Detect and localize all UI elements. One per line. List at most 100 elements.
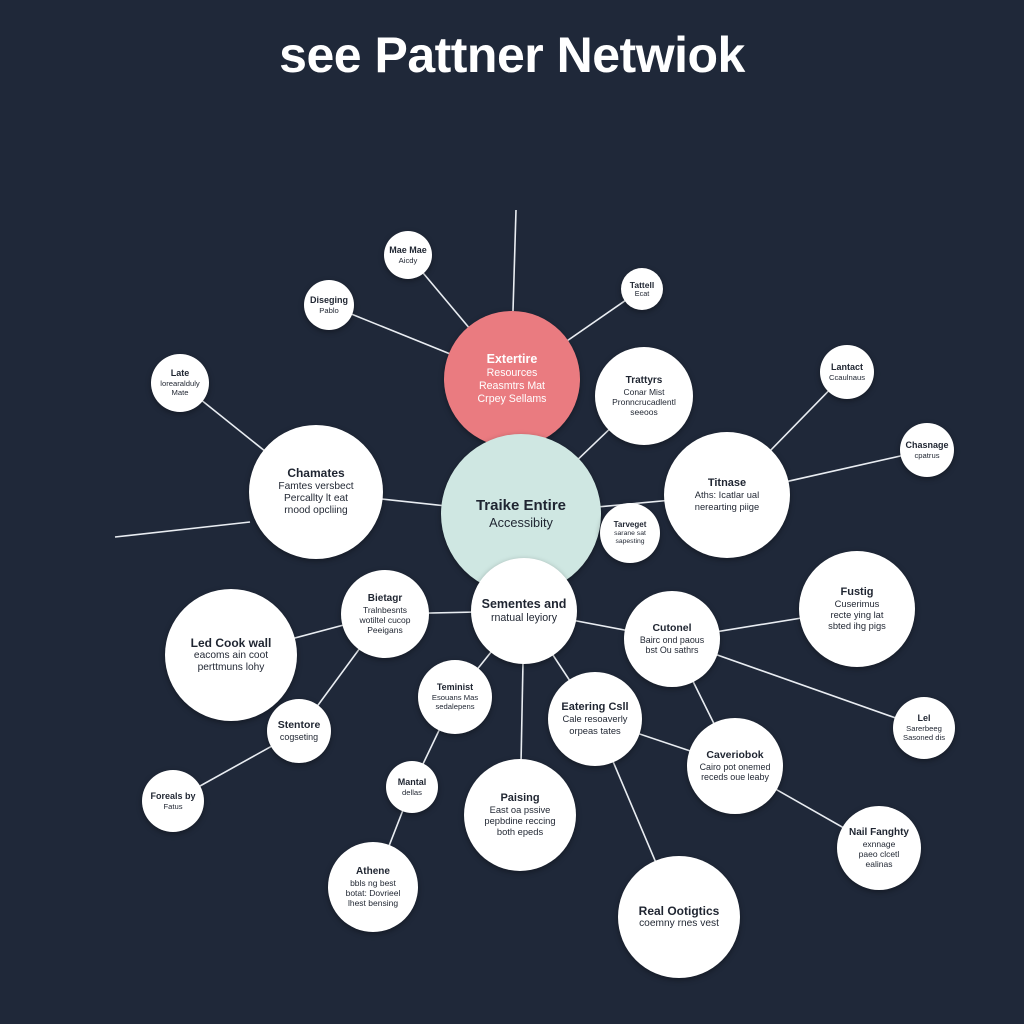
node-text-line: bst Ou sathrs [645,645,699,656]
node-heading: Teminist [436,682,474,693]
node-heading: Diseging [309,295,348,305]
node-text-line: Esouans Mas [431,693,479,703]
node-heading: Fustig [840,585,874,598]
node-text-line: pepbdine reccing [484,815,556,826]
diagram-title: see Pattner Netwiok [279,27,745,83]
node-text-line: Sasoned dis [902,733,946,743]
node-text-line: Pablo [319,305,339,315]
node-heading: Paising [500,791,540,804]
node-heading: Nail Fanghty [848,826,909,838]
node-heading: Mae Mae [389,245,427,255]
node-heading: Tattell [629,279,655,290]
node-text-line: Aths: Icatlar ual [694,490,760,501]
node-heading: Lel [917,713,931,724]
node-text-line: paeo clcetl [858,848,900,859]
node-text-line: East oa pssive [489,804,551,815]
node-text-line: wotiltel cucop [359,614,411,625]
node-heading: Extertire [486,352,538,367]
node-text-line: orpeas tates [569,725,621,736]
node-text-line: Pronncrucadlentl [612,396,676,407]
node-text-line: Ccaulnaus [828,372,866,382]
node-text-line: both epeds [496,827,544,838]
node-text-line: cogseting [279,731,319,742]
node-heading: Sementes and [481,597,567,612]
node-heading: Real Ootigtics [638,903,720,918]
node-heading: Chasnage [905,440,949,450]
node-text-line: Tralnbesnts [362,604,408,615]
node-heading: Late [170,368,190,379]
node-heading: Stentore [277,719,321,732]
node-text-line: Accessibity [489,515,553,531]
node-text-line: Mate [171,388,189,398]
node-text-line: Famtes versbect [278,480,354,492]
node-text-line: Aicdy [398,255,418,265]
node-text-line: Cale resoaverly [562,714,628,725]
node-text-line: cpatrus [914,450,940,460]
node-text-line: recte ying lat [830,609,884,620]
node-text-line: Sarerbeeg [906,724,942,734]
node-heading: Athene [356,865,390,877]
node-text-line: sarane sat [614,529,646,537]
node-text-line: Fatus [163,801,183,811]
node-heading: Traike Entire [475,497,567,515]
node-heading: Lantact [830,362,863,372]
node-text-line: perttmuns lohy [197,662,265,674]
node-heading: Chamates [287,466,345,481]
node-text-line: nerearting piige [694,501,760,512]
node-heading: Eatering Csll [561,701,629,714]
node-text-line: rnood opcliing [284,505,348,517]
node-text-line: sbted ihg pigs [828,621,886,632]
node-heading: Caveriobok [706,749,764,761]
node-text-line: Conar Mist [623,386,665,397]
node-text-line: lhest bensing [347,898,399,909]
node-text-line: Reasmtrs Mat [478,380,546,393]
node-text-line: Cuserimus [834,598,880,609]
node-heading: Trattyrs [625,374,663,386]
node-heading: Led Cook wall [190,635,272,650]
node-text-line: receds oue leaby [701,772,769,783]
node-heading: Titnase [707,477,747,490]
node-heading: Bietagr [367,592,403,604]
node-text-line: lorearalduly [160,379,200,389]
node-text-line: Peeigans [367,625,403,636]
node-text-line: sapesting [615,537,645,545]
edge-stub-2 [114,521,251,538]
node-text-line: coemny rnes vest [639,918,719,930]
node-heading: Tarveget [613,520,647,530]
node-text-line: eacoms ain coot [193,649,269,661]
node-heading: Foreals by [150,791,196,801]
node-text-line: Bairc ond paous [639,634,705,645]
node-text-line: Ecat [634,288,650,298]
node-text-line: seeoos [630,407,658,418]
node-text-line: bbls ng best [350,877,396,888]
node-text-line: Percallty lt eat [284,493,348,505]
